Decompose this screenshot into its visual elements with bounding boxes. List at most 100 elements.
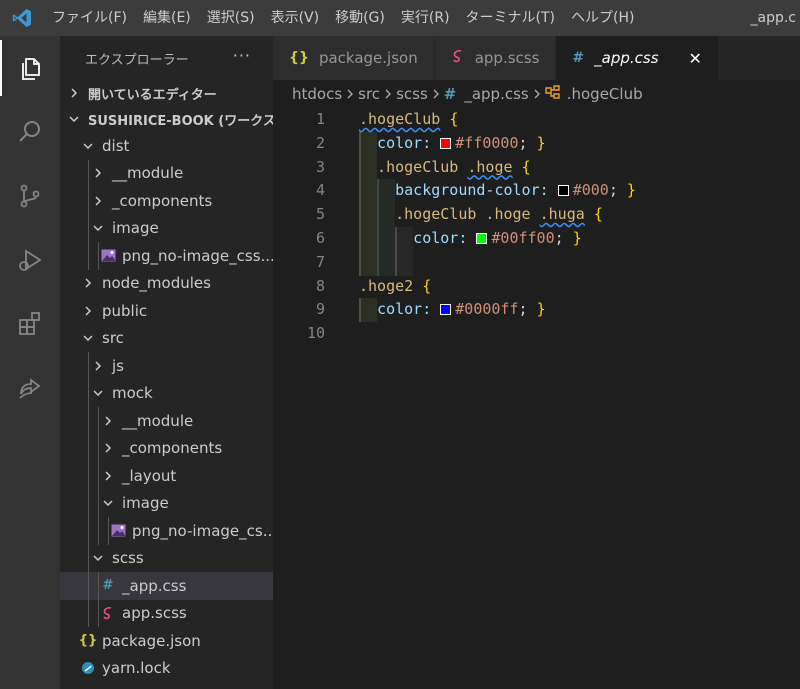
chevron-down-icon [80,138,96,154]
file-row[interactable]: png_no-image_cs... [60,517,273,545]
tree-item-label: __module [122,411,194,430]
file-row[interactable]: {}package.json [60,627,273,655]
folder-row[interactable]: src [60,325,273,353]
explorer-icon[interactable] [0,40,60,96]
menu-item[interactable]: 選択(S) [206,10,255,26]
tree-indent-guide [88,159,89,187]
chevron-down-icon [66,111,82,127]
tree-item-label: src [102,329,124,348]
code-editor[interactable]: 1.hogeClub {2 color: #ff0000; }3 .hogeCl… [273,108,800,689]
line-number: 10 [306,324,325,343]
code-token: } [626,181,636,200]
tab-package-json[interactable]: {}package.json [273,36,435,80]
code-token: { [422,276,432,295]
folder-row[interactable]: image [60,489,273,517]
tree-indent-guide [88,187,89,215]
live-share-icon[interactable] [0,360,60,416]
code-token: color: [359,229,477,247]
indent-highlight [359,132,377,276]
file-row[interactable]: #_app.css [60,572,273,600]
code-token: .huga [539,205,585,224]
extensions-icon[interactable] [0,296,60,352]
breadcrumb-item[interactable]: .hogeClub [566,85,643,103]
folder-row[interactable]: __module [60,407,273,435]
file-row[interactable]: yarn.lock [60,655,273,683]
run-debug-icon[interactable] [0,232,60,288]
folder-row[interactable]: public [60,297,273,325]
search-icon[interactable] [0,104,60,160]
menu-item[interactable]: ターミナル(T) [465,10,556,26]
menu-item[interactable]: ファイル(F) [52,10,127,26]
folder-row[interactable]: mock [60,379,273,407]
code-token [413,277,422,295]
chevron-right-icon [384,85,392,103]
tab-app-css[interactable]: #_app.css✕ [556,36,719,80]
color-swatch[interactable] [476,233,488,244]
source-control-icon[interactable] [0,168,60,224]
tab-app-scss[interactable]: app.scss [434,36,557,80]
file-row[interactable]: png_no-image_css.... [60,242,273,270]
breadcrumb-item[interactable]: _app.css [464,85,529,103]
menu-item[interactable]: 表示(V) [270,10,320,26]
chevron-right-icon [90,193,106,209]
workspace-section[interactable]: SUSHIRICE-BOOK (ワークス... [60,106,273,132]
tree-item-label: public [102,301,148,320]
tree-item-label: image [122,494,169,513]
code-token: .hogeClub [359,157,468,176]
close-icon[interactable]: ✕ [688,48,702,68]
code-token: color: [359,133,441,152]
indent-highlight [377,179,395,276]
color-swatch[interactable] [557,185,569,197]
folder-row[interactable]: __module [60,159,273,187]
open-editors-section[interactable]: 開いているエディター [60,80,273,106]
color-swatch[interactable] [440,304,452,316]
workspace-label: SUSHIRICE-BOOK (ワークス... [88,113,273,129]
breadcrumb-item[interactable]: src [358,85,381,103]
line-number: 4 [315,181,325,200]
folder-row[interactable]: dist [60,132,273,160]
tree-item-label: png_no-image_cs... [132,521,273,540]
breadcrumb-item[interactable]: scss [396,85,428,103]
file-row[interactable]: app.scss [60,599,273,627]
folder-row[interactable]: js [60,352,273,380]
tree-indent-guide [98,407,99,435]
folder-row[interactable]: _components [60,434,273,462]
code-text: color: #ff0000; } [359,132,546,156]
tree-indent-guide [88,572,89,600]
menu-item[interactable]: 編集(E) [142,10,191,26]
tree-indent-guide [98,572,99,600]
code-token: ; [518,133,537,152]
folder-row[interactable]: image [60,214,273,242]
color-swatch[interactable] [440,137,452,149]
more-actions-icon[interactable]: ··· [232,46,251,65]
chevron-down-icon [90,550,106,566]
chevron-right-icon [66,85,82,101]
tree-indent-guide [88,489,89,517]
folder-row[interactable]: _layout [60,462,273,490]
menu-item[interactable]: 実行(R) [400,10,450,26]
code-line: 5 .hogeClub .hoge .huga { [273,203,800,227]
folder-row[interactable]: node_modules [60,270,273,298]
chevron-right-icon [80,303,96,319]
title-bar: ファイル(F) 編集(E) 選択(S) 表示(V) 移動(G) 実行(R) ターミナル(T)… [0,0,800,36]
chevron-right-icon [533,85,541,103]
code-token [513,158,522,176]
scss-file-icon [100,605,116,621]
line-number: 5 [315,205,325,224]
tree-indent-guide [88,379,89,407]
breadcrumb-item[interactable]: htdocs [292,85,343,103]
menu-item[interactable]: ヘルプ(H) [571,10,635,26]
folder-row[interactable]: scss [60,544,273,572]
activity-bar [0,36,60,689]
menu-item[interactable]: 移動(G) [335,10,385,26]
tree-item-label: app.scss [122,604,187,623]
yarn-file-icon [80,660,96,676]
code-token: .hogeClub .hoge [359,205,540,224]
code-line: 6 color: #00ff00; } [273,227,800,251]
code-token: #00ff00 [491,229,555,247]
folder-row[interactable]: _components [60,187,273,215]
chevron-down-icon [90,385,106,401]
code-token: ; [518,300,537,319]
